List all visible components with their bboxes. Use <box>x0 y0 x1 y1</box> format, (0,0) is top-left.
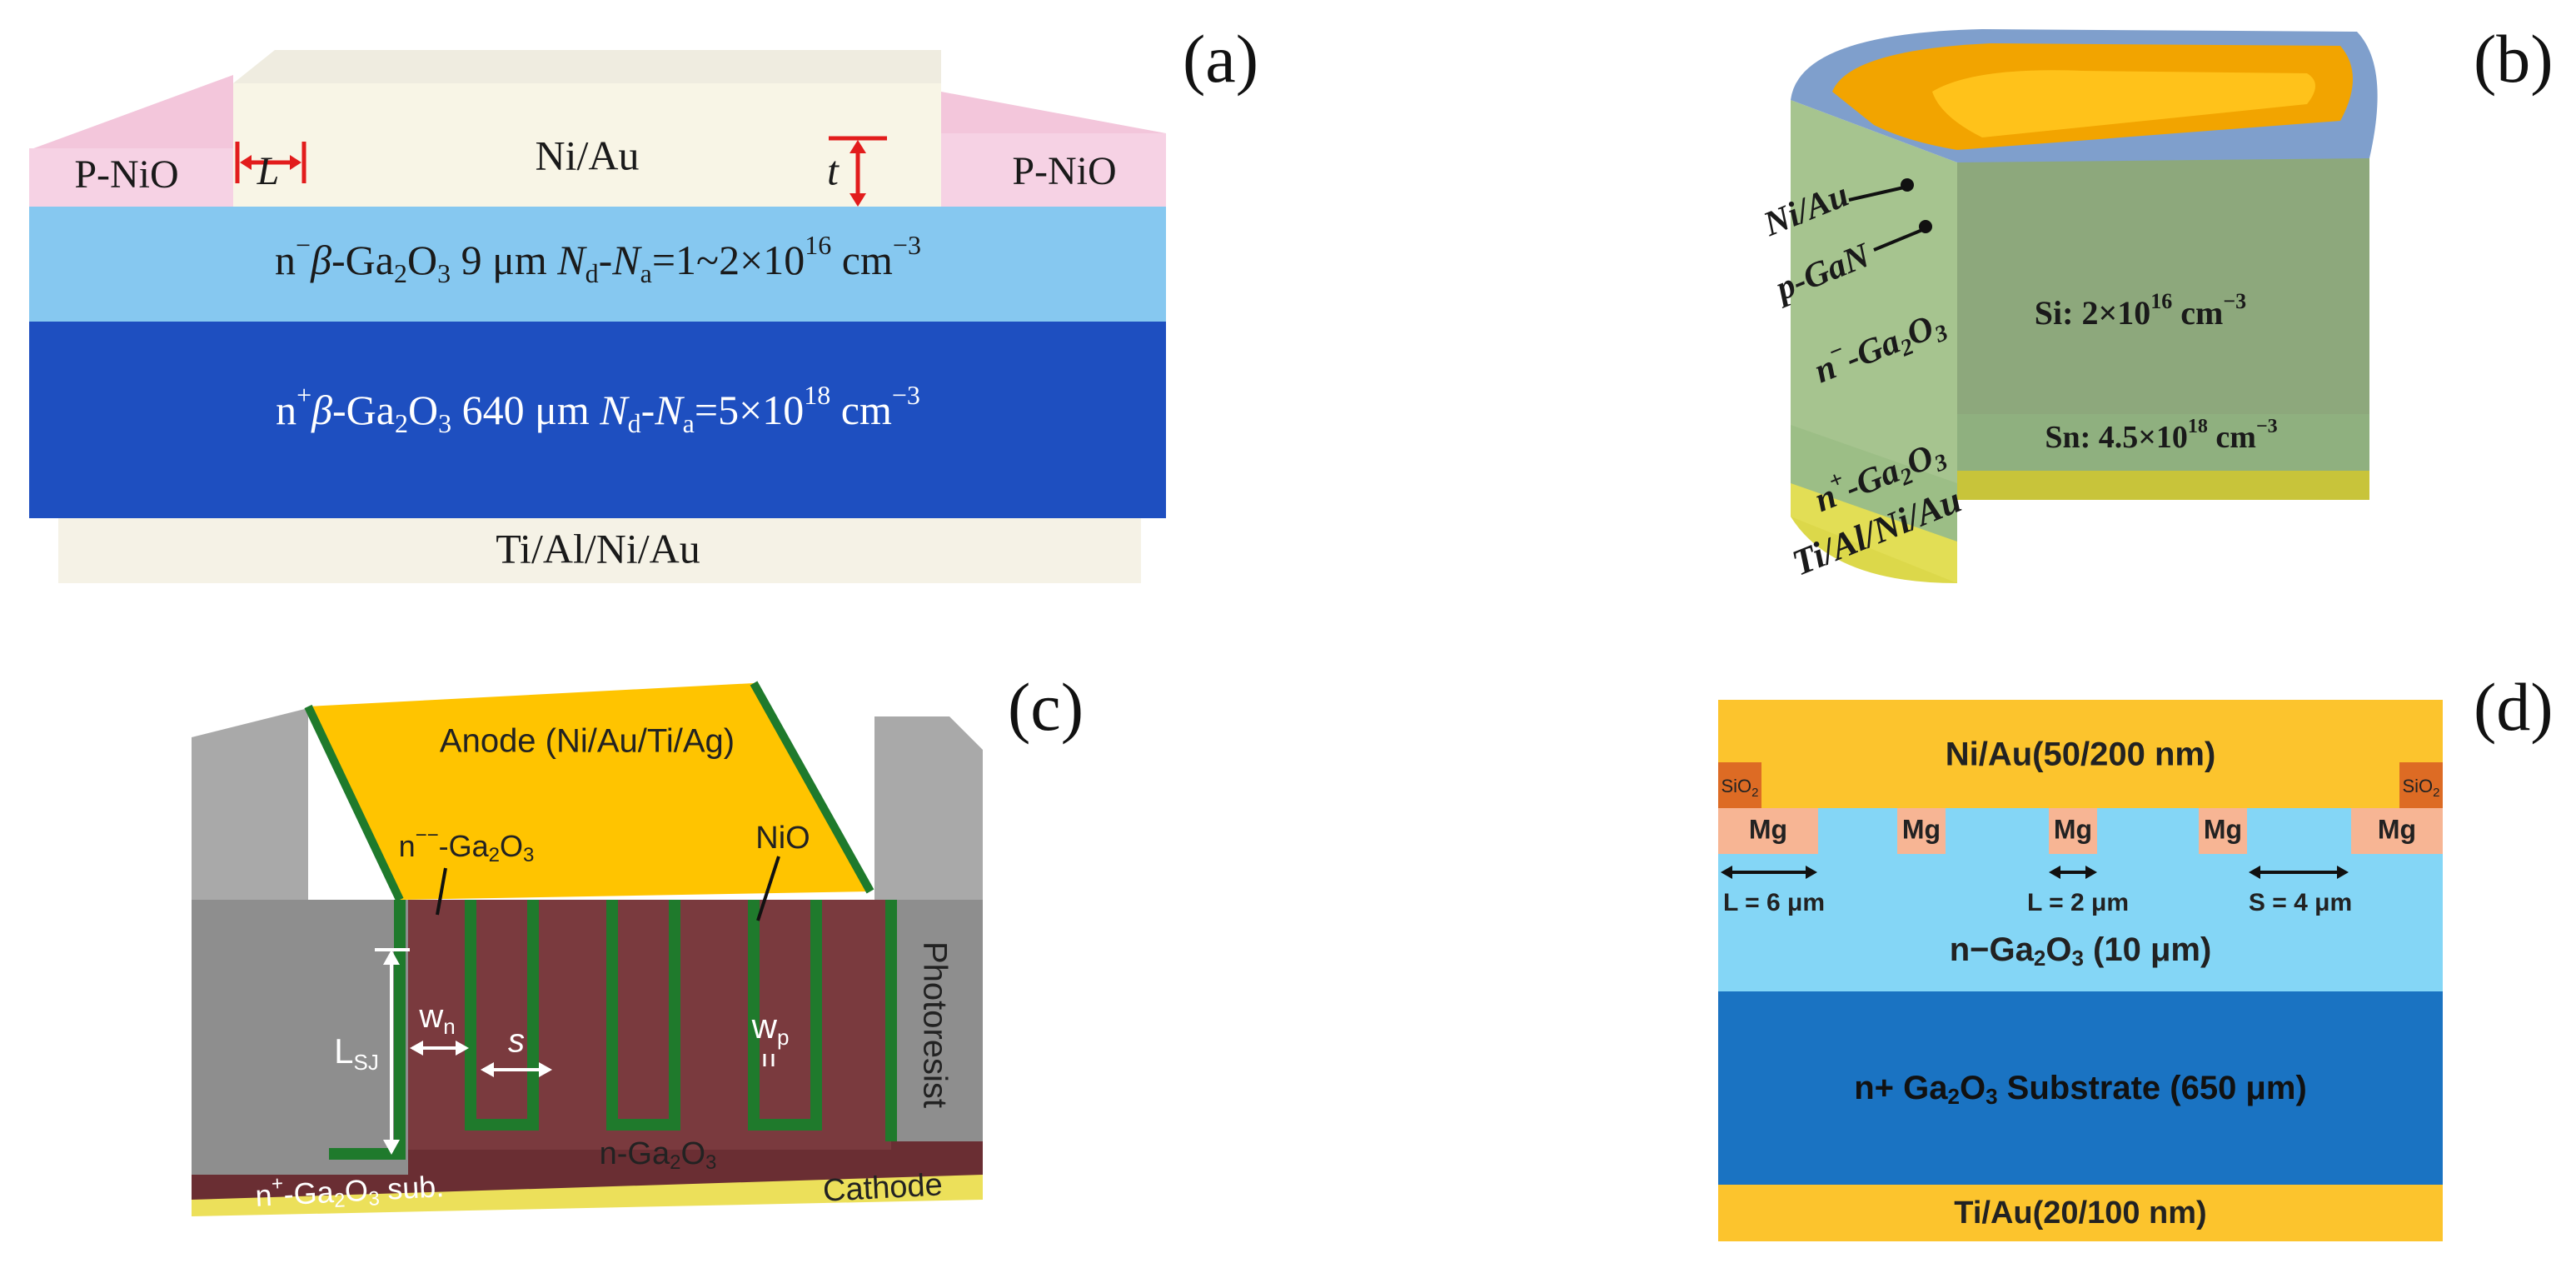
substrate-label-d: n+ Ga2O3 Substrate (650 μm) <box>1854 1070 2307 1109</box>
substrate-label-c: n+-Ga2O3 sub. <box>254 1164 445 1216</box>
substrate-label: n+β-Ga2O3 640 μm Nd-Na=5×1018 cm−3 <box>276 380 920 438</box>
mg-label-1: Mg <box>1749 814 1787 844</box>
dim-wp-arrow <box>763 1054 775 1066</box>
cathode-front-right <box>1957 467 2369 500</box>
dim-L-label: L <box>257 149 280 193</box>
mg-label-5: Mg <box>2378 814 2416 844</box>
cathode-layer-d <box>1718 1185 2443 1241</box>
anode-label-c: Anode (Ni/Au/Ti/Ag) <box>440 723 735 760</box>
anode-label: Ni/Au <box>536 132 640 178</box>
mg-label-3: Mg <box>2054 814 2092 844</box>
dim-l6-arrow <box>1721 866 1817 879</box>
substrate-left <box>1791 421 1957 542</box>
panel-b: Ni/Au p-GaN n−-Ga2O3 Si: 2×1016 cm−3 n+-… <box>1707 0 2576 608</box>
cathode-label: Ti/Al/Ni/Au <box>496 525 700 572</box>
panel-label-b: (b) <box>2474 21 2554 97</box>
panel-label-d: (d) <box>2474 669 2554 745</box>
panel-a: Ni/Au P-NiO P-NiO L t n−β-Ga2O3 9 μm Nd-… <box>0 0 1283 608</box>
photoresist-left-top <box>192 708 308 908</box>
drift-left <box>1791 100 1957 483</box>
photoresist-left <box>192 900 408 1175</box>
nio-edge-right <box>750 681 874 894</box>
drift-label: n−β-Ga2O3 9 μm Nd-Na=1~2×1016 cm−3 <box>275 230 921 288</box>
s-label: s <box>508 1023 525 1060</box>
nio-pointer <box>756 856 780 921</box>
ni-au-pointer <box>1848 186 1905 202</box>
nio-trenches <box>329 900 897 1160</box>
cathode-front-left <box>1791 475 1957 583</box>
anode-top-face <box>233 50 941 92</box>
wn-label: wn <box>418 998 455 1039</box>
anode-layer-d <box>1718 700 2443 808</box>
substrate-layer <box>29 322 1166 518</box>
sio2-right <box>2399 762 2443 808</box>
panel-d-diagram: Ni/Au(50/200 nm) SiO2 SiO2 Mg Mg Mg Mg M… <box>1718 700 2443 1241</box>
mg-pad-1 <box>1718 808 1818 854</box>
n-ga2o3-label-c: n-Ga2O3 <box>600 1136 717 1174</box>
dim-t-label: t <box>827 147 840 193</box>
panel-label-c: (c) <box>1008 669 1084 745</box>
dim-s-arrow <box>481 1062 552 1077</box>
dim-t-arrow <box>829 136 887 207</box>
sio2-left-label: SiO2 <box>1721 776 1758 800</box>
cathode-label-c: Cathode <box>822 1167 944 1208</box>
drift-label-d: n−Ga2O3 (10 μm) <box>1950 931 2212 971</box>
photoresist-right-top <box>874 716 983 900</box>
doping-drift-label: Si: 2×1016 cm−3 <box>2035 289 2246 332</box>
panel-b-diagram: Ni/Au p-GaN n−-Ga2O3 Si: 2×1016 cm−3 n+-… <box>1757 29 2378 584</box>
ni-au-dot <box>1901 178 1914 192</box>
dim-wn-arrow <box>410 1041 469 1056</box>
dim-s4-label: S = 4 μm <box>2249 889 2352 916</box>
dim-s4-arrow <box>2249 866 2349 879</box>
panel-d: Ni/Au(50/200 nm) SiO2 SiO2 Mg Mg Mg Mg M… <box>1707 633 2576 1259</box>
sio2-right-label: SiO2 <box>2402 776 2439 800</box>
dim-l2-label: L = 2 μm <box>2027 889 2129 916</box>
p-gan-pointer <box>1873 228 1923 252</box>
drift-layer <box>29 207 1166 322</box>
panel-c-diagram: Anode (Ni/Au/Ti/Ag) n−−-Ga2O3 NiO Photor… <box>192 681 983 1216</box>
right-pnio-top <box>941 92 1166 133</box>
n-minus-label: n−−-Ga2O3 <box>399 824 535 866</box>
substrate-right <box>1957 412 2369 471</box>
dim-l6-label: L = 6 μm <box>1723 889 1825 916</box>
mg-pad-2 <box>1897 808 1946 854</box>
dim-lsj-arrow <box>375 948 410 1155</box>
nio-label: NiO <box>755 821 810 856</box>
lsj-label: LSJ <box>334 1031 379 1075</box>
anode-disk-cut <box>1932 70 2315 137</box>
cathode-label-d: Ti/Au(20/100 nm) <box>1954 1196 2206 1231</box>
photoresist-label: Photoresist <box>916 941 953 1108</box>
anode-label-d: Ni/Au(50/200 nm) <box>1946 736 2216 773</box>
substrate-layer-d <box>1718 991 2443 1185</box>
doping-sub-label: Sn: 4.5×1018 cm−3 <box>2045 416 2277 455</box>
nio-edge-left <box>304 704 404 902</box>
panel-c: Anode (Ni/Au/Ti/Ag) n−−-Ga2O3 NiO Photor… <box>0 633 1283 1259</box>
drift-right <box>1957 154 2369 414</box>
panel-a-diagram: Ni/Au P-NiO P-NiO L t n−β-Ga2O3 9 μm Nd-… <box>29 50 1166 583</box>
left-pnio-label: P-NiO <box>74 152 178 197</box>
panel-label-a: (a) <box>1183 21 1259 97</box>
anode-block <box>233 83 941 207</box>
wp-label: wp <box>751 1006 790 1050</box>
mg-label-4: Mg <box>2204 814 2242 844</box>
mg-pad-5 <box>2351 808 2443 854</box>
mg-pad-3 <box>2049 808 2097 854</box>
anode-top-c <box>308 683 870 900</box>
mg-pad-4 <box>2199 808 2247 854</box>
sio2-left <box>1718 762 1761 808</box>
dim-l2-arrow <box>2049 866 2097 879</box>
left-pnio-top <box>29 75 233 150</box>
dim-L-arrow <box>235 142 306 183</box>
photoresist-right <box>891 900 983 1141</box>
n-minus-pointer <box>436 867 447 916</box>
mg-label-2: Mg <box>1902 814 1941 844</box>
right-pnio-label: P-NiO <box>1012 149 1116 193</box>
cathode-layer <box>58 518 1141 583</box>
